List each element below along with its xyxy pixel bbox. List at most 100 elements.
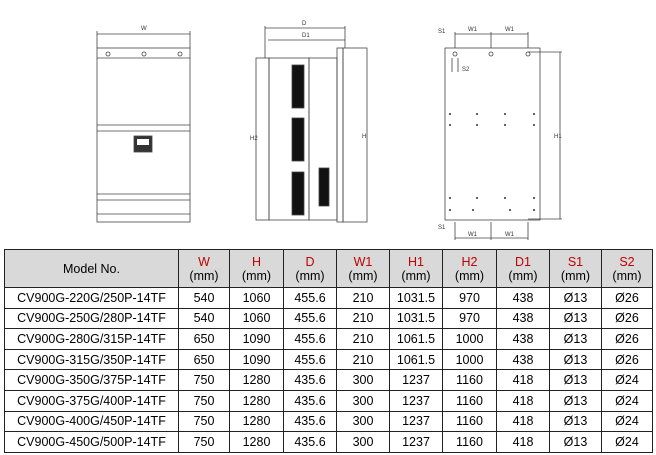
value-cell: 1237 (389, 431, 443, 453)
value-cell: 1060 (229, 307, 284, 330)
column-header-unit: (mm) (612, 268, 642, 283)
value-cell: 438 (496, 348, 550, 371)
column-header-unit: (mm) (560, 268, 591, 283)
dim-label-h1: H1 (554, 134, 562, 140)
value-cell: 210 (336, 348, 390, 371)
value-cell: Ø26 (601, 287, 653, 309)
dim-label-s2: S2 (462, 67, 470, 73)
value-cell: 210 (336, 287, 390, 309)
column-header-unit: (mm) (295, 268, 325, 283)
column-header-d1: D1(mm) (496, 249, 550, 288)
dimension-drawings: W D D1 H2 H S1 S2 W1 W1 H1 S1 W1 W1 (96, 21, 562, 240)
model-cell: CV900G-350G/375P-14TF (4, 369, 179, 391)
dim-label-w: W (141, 26, 147, 32)
value-cell: 1160 (442, 369, 497, 391)
value-cell: 438 (496, 328, 550, 350)
dim-label-s1-bottom: S1 (438, 225, 446, 231)
value-cell: 300 (336, 431, 390, 453)
dim-label-d: D (302, 21, 307, 27)
column-header-label: S1 (567, 254, 584, 269)
model-cell: CV900G-250G/280P-14TF (4, 307, 179, 330)
column-header-unit: (mm) (454, 268, 485, 283)
value-cell: 650 (178, 348, 230, 371)
model-cell: CV900G-375G/400P-14TF (4, 389, 179, 412)
value-cell: 210 (336, 328, 390, 350)
dim-label-w1-bottom-right: W1 (505, 232, 515, 238)
model-cell: CV900G-400G/450P-14TF (4, 410, 179, 433)
value-cell: 1237 (389, 410, 443, 433)
value-cell: 1000 (442, 328, 497, 350)
dimensions-table: Model No.W(mm)H(mm)D(mm)W1(mm)H1(mm)H2(m… (4, 249, 653, 453)
table-header-row: Model No.W(mm)H(mm)D(mm)W1(mm)H1(mm)H2(m… (4, 249, 653, 288)
column-header-unit: (mm) (401, 268, 431, 283)
value-cell: 418 (496, 389, 550, 412)
column-header-d: D(mm) (283, 249, 337, 288)
back-view-holes (449, 113, 535, 211)
column-header-label: W1 (353, 254, 373, 269)
value-cell: 1090 (229, 348, 284, 371)
back-view-drawing (444, 32, 562, 240)
model-cell: CV900G-450G/500P-14TF (4, 431, 179, 453)
value-cell: 970 (442, 307, 497, 330)
value-cell: 750 (178, 431, 230, 453)
value-cell: Ø13 (549, 369, 602, 391)
column-header-label: D1 (515, 254, 531, 269)
value-cell: 418 (496, 369, 550, 391)
column-header-s1: S1(mm) (549, 249, 602, 288)
value-cell: Ø26 (601, 328, 653, 350)
value-cell: 435.6 (283, 369, 337, 391)
column-header-w1: W1(mm) (336, 249, 390, 288)
value-cell: Ø13 (549, 389, 602, 412)
value-cell: 455.6 (283, 287, 337, 309)
dim-label-w1-top-left: W1 (468, 27, 478, 33)
model-cell: CV900G-220G/250P-14TF (4, 287, 179, 309)
value-cell: 1160 (442, 431, 497, 453)
value-cell: 970 (442, 287, 497, 309)
value-cell: Ø24 (601, 389, 653, 412)
column-header-label: Model No. (63, 261, 120, 276)
value-cell: 1280 (229, 369, 284, 391)
value-cell: 455.6 (283, 307, 337, 330)
value-cell: 210 (336, 307, 390, 330)
value-cell: 455.6 (283, 348, 337, 371)
column-header-h1: H1(mm) (389, 249, 443, 288)
value-cell: Ø13 (549, 431, 602, 453)
column-header-label: H2 (461, 254, 478, 269)
column-header-model: Model No. (4, 249, 179, 288)
value-cell: 1280 (229, 410, 284, 433)
value-cell: 1090 (229, 328, 284, 350)
value-cell: 418 (496, 431, 550, 453)
front-view-drawing (96, 31, 191, 223)
column-header-label: H1 (408, 254, 424, 269)
value-cell: 1160 (442, 389, 497, 412)
value-cell: 300 (336, 389, 390, 412)
value-cell: 1237 (389, 389, 443, 412)
model-cell: CV900G-315G/350P-14TF (4, 348, 179, 371)
value-cell: 300 (336, 410, 390, 433)
column-header-label: D (305, 254, 315, 269)
value-cell: Ø13 (549, 287, 602, 309)
value-cell: 1061.5 (389, 348, 443, 371)
dim-label-h: H (362, 134, 366, 140)
value-cell: Ø13 (549, 348, 602, 371)
dim-label-s1-top: S1 (438, 29, 446, 35)
value-cell: 438 (496, 287, 550, 309)
value-cell: 650 (178, 328, 230, 350)
value-cell: 435.6 (283, 431, 337, 453)
column-header-unit: (mm) (189, 268, 219, 283)
model-cell: CV900G-280G/315P-14TF (4, 328, 179, 350)
value-cell: Ø24 (601, 431, 653, 453)
column-header-label: W (198, 254, 210, 269)
value-cell: Ø26 (601, 307, 653, 330)
column-header-s2: S2(mm) (601, 249, 653, 288)
value-cell: 1160 (442, 410, 497, 433)
value-cell: Ø26 (601, 348, 653, 371)
value-cell: 438 (496, 307, 550, 330)
